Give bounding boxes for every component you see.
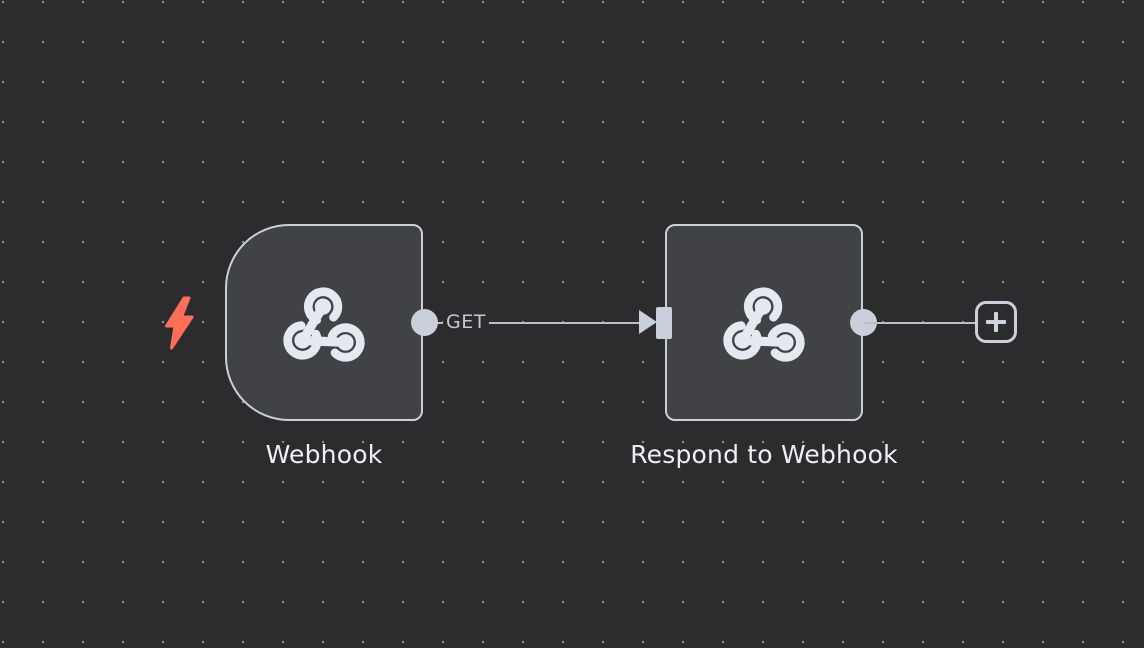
webhook-icon bbox=[283, 286, 365, 362]
node-label-webhook[interactable]: Webhook bbox=[265, 440, 383, 469]
node-label-respond-to-webhook[interactable]: Respond to Webhook bbox=[630, 440, 898, 469]
node-respond-to-webhook[interactable] bbox=[665, 224, 863, 421]
connection-arrow-icon bbox=[639, 310, 657, 334]
plus-icon bbox=[993, 312, 999, 332]
respond-input-port[interactable] bbox=[656, 306, 672, 339]
connection-line[interactable] bbox=[424, 321, 640, 324]
node-webhook[interactable] bbox=[225, 224, 423, 421]
connection-stub-line bbox=[863, 321, 976, 324]
add-node-button[interactable] bbox=[975, 301, 1017, 343]
lightning-bolt-icon bbox=[165, 296, 194, 350]
webhook-output-port[interactable] bbox=[410, 309, 438, 336]
connection-label: GET bbox=[443, 309, 489, 336]
webhook-icon bbox=[723, 286, 805, 362]
